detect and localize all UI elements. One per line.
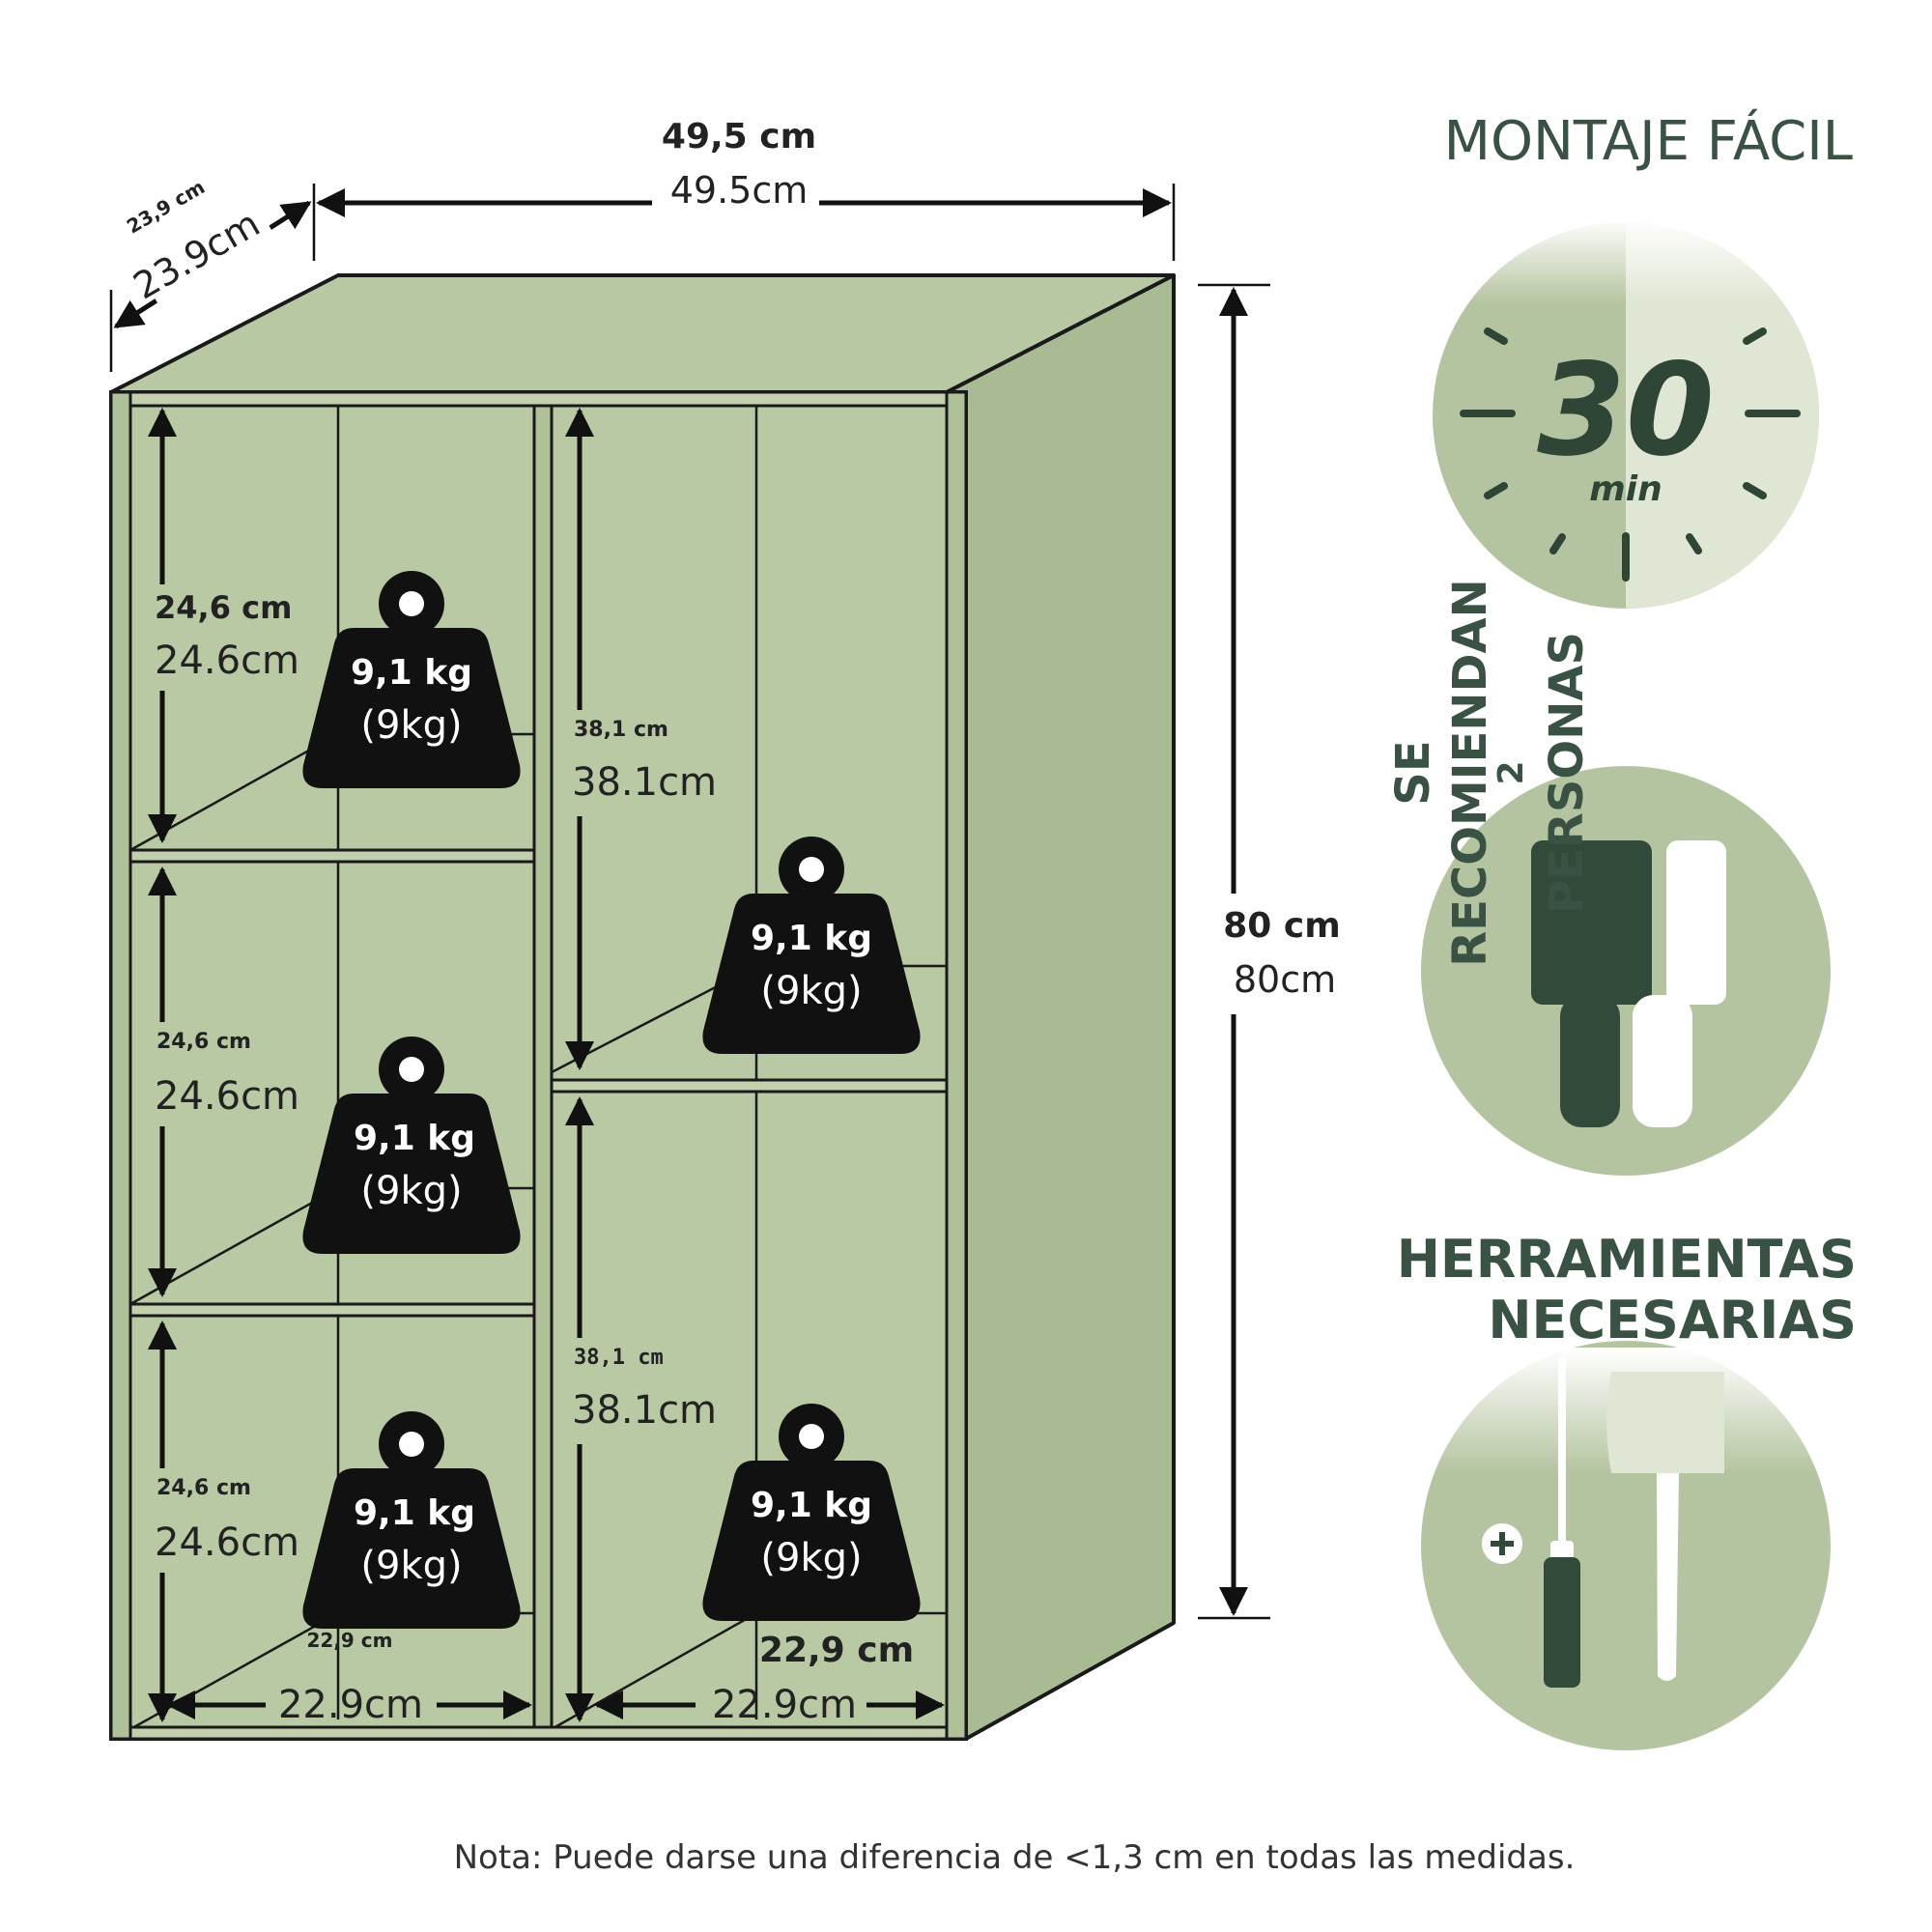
weight-label-plain: (9kg) bbox=[360, 1169, 462, 1213]
weight-label-plain: (9kg) bbox=[760, 969, 862, 1013]
width-label-plain: 49.5cm bbox=[670, 169, 809, 212]
assembly-section: MONTAJE FÁCIL 30 min bbox=[1430, 110, 1853, 609]
people-line3: 2 bbox=[1492, 760, 1531, 784]
right-bot-height: 38,1 cm 38.1cm bbox=[565, 1096, 736, 1722]
left-mid-h-plain: 24.6cm bbox=[155, 1074, 299, 1119]
people-icon bbox=[1531, 840, 1726, 1127]
weight-label-metric: 9,1 kg bbox=[354, 1493, 475, 1533]
weight-label-metric: 9,1 kg bbox=[751, 1486, 872, 1525]
tools-title-line2: NECESARIAS bbox=[1488, 1290, 1857, 1350]
left-mid-h-metric: 24,6 cm bbox=[156, 1030, 251, 1054]
left-width: 22,9 cm 22.9cm bbox=[166, 1629, 532, 1727]
left-shelf-2 bbox=[128, 1302, 536, 1318]
screwdriver-icon bbox=[1544, 1357, 1580, 1688]
tools-section: HERRAMIENTAS NECESARIAS bbox=[1397, 1229, 1857, 1750]
left-bot-h-metric: 24,6 cm bbox=[156, 1476, 251, 1500]
left-bot-height: 24,6 cm 24.6cm bbox=[148, 1321, 319, 1722]
weight-label-metric: 9,1 kg bbox=[351, 653, 472, 693]
right-bot-h-metric: 38,1 cm bbox=[574, 1346, 664, 1370]
right-top-height: 38,1 cm 38.1cm bbox=[565, 408, 736, 1070]
people-section: SE RECOMIENDAN 2 PERSONAS bbox=[1386, 579, 1831, 1176]
weight-label-plain: (9kg) bbox=[360, 1544, 462, 1588]
left-mid-height: 24,6 cm 24.6cm bbox=[148, 867, 319, 1297]
weight-label-metric: 9,1 kg bbox=[354, 1119, 475, 1158]
left-shelf-1 bbox=[128, 848, 536, 864]
assembly-time-value: 30 bbox=[1537, 336, 1715, 485]
weight-left-mid: 9,1 kg (9kg) bbox=[302, 1037, 521, 1254]
left-top-height: 24,6 cm 24.6cm bbox=[148, 408, 319, 843]
width-label-metric: 49,5 cm bbox=[662, 117, 816, 156]
left-top-h-metric: 24,6 cm bbox=[155, 589, 292, 626]
right-w-metric: 22,9 cm bbox=[759, 1631, 914, 1670]
right-w-plain: 22.9cm bbox=[712, 1683, 857, 1727]
people-line4: PERSONAS bbox=[1540, 632, 1594, 914]
weight-label-plain: (9kg) bbox=[360, 703, 462, 748]
plus-icon bbox=[1482, 1523, 1522, 1564]
top-board-edge bbox=[128, 390, 949, 408]
weight-right-bot: 9,1 kg (9kg) bbox=[702, 1404, 921, 1621]
right-bot-h-plain: 38.1cm bbox=[572, 1388, 717, 1433]
clock-icon: 30 min bbox=[1430, 217, 1826, 609]
left-side-panel bbox=[109, 390, 132, 1741]
assembly-time-unit: min bbox=[1589, 469, 1662, 509]
footer-note: Nota: Puede darse una diferencia de <1,3… bbox=[454, 1838, 1576, 1877]
weight-label-metric: 9,1 kg bbox=[751, 919, 872, 958]
right-top-h-plain: 38.1cm bbox=[572, 760, 717, 805]
weight-left-top: 9,1 kg (9kg) bbox=[302, 571, 521, 788]
people-line1: SE bbox=[1386, 740, 1440, 805]
left-top-h-plain: 24.6cm bbox=[155, 639, 299, 683]
weight-label-plain: (9kg) bbox=[760, 1536, 862, 1580]
right-width: 22,9 cm 22.9cm bbox=[594, 1631, 945, 1727]
left-w-metric: 22,9 cm bbox=[306, 1629, 392, 1652]
height-label-plain: 80cm bbox=[1234, 958, 1336, 1001]
hammer-icon bbox=[1606, 1372, 1724, 1681]
right-shelf-1 bbox=[550, 1078, 949, 1094]
left-w-plain: 22.9cm bbox=[278, 1683, 423, 1727]
bottom-board bbox=[128, 1725, 949, 1741]
weight-right-top: 9,1 kg (9kg) bbox=[702, 837, 921, 1054]
height-label-metric: 80 cm bbox=[1223, 906, 1340, 946]
height-dimension: 80 cm 80cm bbox=[1198, 283, 1341, 1620]
width-dimension: 49,5 cm 49.5cm bbox=[312, 117, 1176, 261]
people-line2: RECOMIENDAN bbox=[1443, 579, 1497, 967]
tools-title-line1: HERRAMIENTAS bbox=[1397, 1229, 1857, 1290]
right-side-panel bbox=[945, 390, 968, 1741]
weight-left-bot: 9,1 kg (9kg) bbox=[302, 1411, 521, 1629]
center-divider bbox=[532, 404, 554, 1736]
shelf-right-face bbox=[945, 273, 1176, 1741]
right-top-h-metric: 38,1 cm bbox=[574, 718, 668, 742]
left-bot-h-plain: 24.6cm bbox=[155, 1520, 299, 1565]
assembly-title: MONTAJE FÁCIL bbox=[1444, 110, 1853, 173]
